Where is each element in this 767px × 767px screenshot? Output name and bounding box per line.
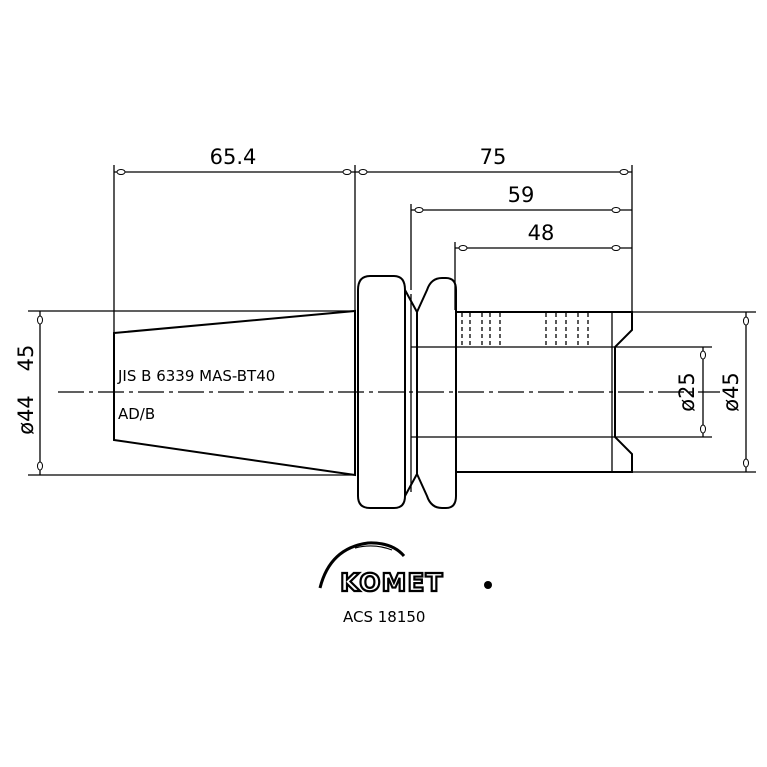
flange xyxy=(357,275,406,509)
dimension-59: 59 xyxy=(411,183,632,213)
dimension-65-4: 65.4 xyxy=(114,145,355,175)
logo-arc xyxy=(318,541,406,589)
dimension-label-75: 75 xyxy=(480,145,507,169)
shank-slots xyxy=(461,313,589,346)
dimension-label-diameter-45: ø45 xyxy=(719,372,743,412)
dimension-left-diameter: ø44 45 xyxy=(14,311,43,475)
second-collar xyxy=(416,277,457,509)
dimension-label-59: 59 xyxy=(508,183,535,207)
taper-cone xyxy=(113,309,356,477)
version-note: AD/B xyxy=(118,405,155,423)
logo-text: KOMET xyxy=(340,568,444,597)
dimension-label-48: 48 xyxy=(528,221,555,245)
dimension-label-diameter-44: ø44 xyxy=(14,395,38,435)
dimension-75: 75 xyxy=(355,145,632,175)
dimension-label-65-4: 65.4 xyxy=(210,145,257,169)
dimension-label-45-left: 45 xyxy=(14,345,38,372)
dimension-48: 48 xyxy=(455,221,632,251)
part-number: ACS 18150 xyxy=(343,608,425,626)
standard-note: JIS B 6339 MAS-BT40 xyxy=(117,367,275,385)
shank xyxy=(456,311,633,473)
komet-logo: KOMET xyxy=(318,541,492,598)
dimension-shank-diameter: ø45 xyxy=(719,312,749,472)
